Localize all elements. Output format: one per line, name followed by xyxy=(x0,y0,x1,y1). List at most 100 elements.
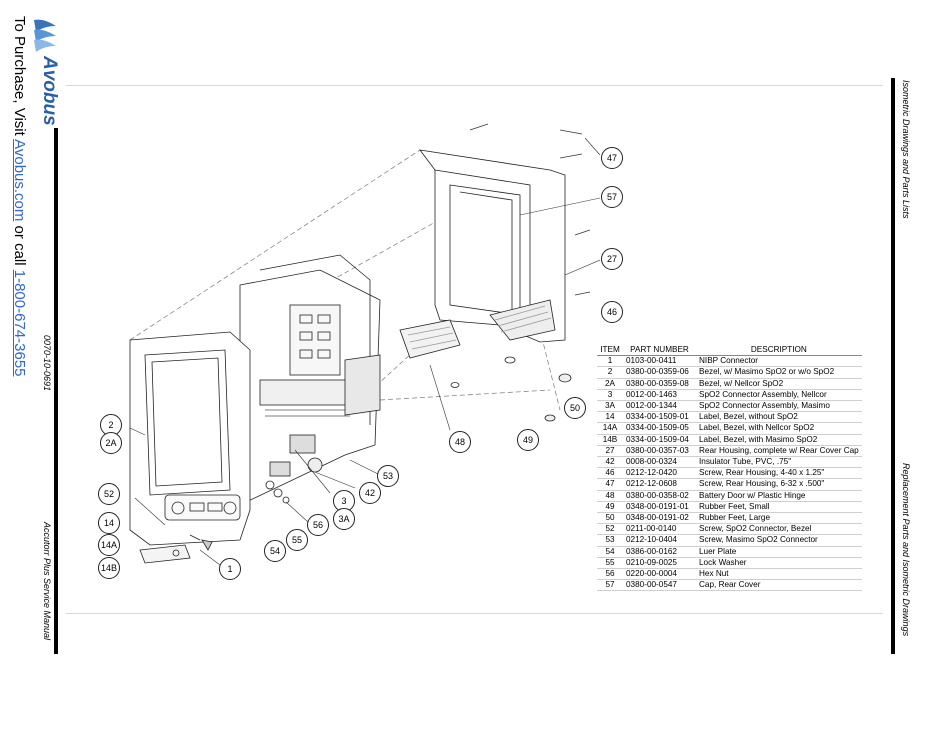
cell-item: 14 xyxy=(597,411,623,424)
callout-14a: 14A xyxy=(98,534,120,556)
callout-46: 46 xyxy=(601,301,623,323)
cell-desc: Screw, Rear Housing, 4-40 x 1.25" xyxy=(696,467,862,480)
cell-part: 0012-00-1463 xyxy=(623,389,696,402)
purchase-middle: or call xyxy=(11,221,28,270)
callout-53: 53 xyxy=(377,465,399,487)
header-item: ITEM xyxy=(597,345,623,357)
logo-text: Avobus xyxy=(39,56,60,126)
callout-50: 50 xyxy=(564,397,586,419)
callout-57: 57 xyxy=(601,186,623,208)
cell-part: 0380-00-0357-03 xyxy=(623,445,696,458)
callout-49: 49 xyxy=(517,429,539,451)
purchase-line: To Purchase, Visit Avobus.com or call 1-… xyxy=(11,16,28,377)
callout-42: 42 xyxy=(359,482,381,504)
cell-part: 0008-00-0324 xyxy=(623,456,696,469)
left-margin-bar xyxy=(54,128,58,654)
cell-desc: Lock Washer xyxy=(696,557,862,570)
cell-part: 0380-00-0547 xyxy=(623,579,696,592)
cell-item: 48 xyxy=(597,490,623,502)
header-description: DESCRIPTION xyxy=(696,345,862,357)
cell-part: 0386-00-0162 xyxy=(623,546,696,558)
cell-item: 14A xyxy=(597,422,623,435)
cell-desc: Label, Bezel, without SpO2 xyxy=(696,411,862,424)
purchase-site-link[interactable]: Avobus.com xyxy=(11,139,28,222)
cell-desc: Rubber Feet, Small xyxy=(696,501,862,514)
cell-desc: SpO2 Connector Assembly, Nellcor xyxy=(696,389,862,402)
header-part-number: PART NUMBER xyxy=(623,345,696,357)
cell-desc: Bezel, w/ Nellcor SpO2 xyxy=(696,378,862,390)
header-rule xyxy=(66,85,883,86)
cell-item: 52 xyxy=(597,523,623,536)
cell-part: 0380-00-0359-08 xyxy=(623,378,696,390)
cell-desc: Insulator Tube, PVC, .75" xyxy=(696,456,862,469)
logo-swoosh-icon xyxy=(34,19,56,52)
cell-desc: Bezel, w/ Masimo SpO2 or w/o SpO2 xyxy=(696,366,862,379)
purchase-prefix: To Purchase, Visit xyxy=(11,16,28,140)
cell-part: 0012-00-1344 xyxy=(623,400,696,413)
cell-part: 0380-00-0359-06 xyxy=(623,366,696,379)
cell-desc: Screw, SpO2 Connector, Bezel xyxy=(696,523,862,536)
cell-item: 3A xyxy=(597,400,623,413)
section-footer: Replacement Parts and Isometric Drawings xyxy=(901,463,911,637)
callout-52: 52 xyxy=(98,483,120,505)
callout-55: 55 xyxy=(286,529,308,551)
cell-desc: Rear Housing, complete w/ Rear Cover Cap xyxy=(696,445,862,458)
purchase-phone-link[interactable]: 1-800-674-3655 xyxy=(11,269,28,377)
callout-27: 27 xyxy=(601,248,623,270)
cell-part: 0380-00-0358-02 xyxy=(623,490,696,502)
cell-desc: Screw, Rear Housing, 6-32 x .500" xyxy=(696,478,862,491)
cell-item: 42 xyxy=(597,456,623,469)
cell-item: 47 xyxy=(597,478,623,491)
cell-desc: Cap, Rear Cover xyxy=(696,579,862,592)
cell-item: 54 xyxy=(597,546,623,558)
manual-title: Accutorr Plus Service Manual xyxy=(42,522,52,641)
cell-desc: Battery Door w/ Plastic Hinge xyxy=(696,490,862,502)
cell-item: 2 xyxy=(597,366,623,379)
cell-item: 27 xyxy=(597,445,623,458)
cell-item: 53 xyxy=(597,534,623,547)
cell-part: 0348-00-0191-02 xyxy=(623,512,696,525)
cell-item: 1 xyxy=(597,355,623,368)
callout-56: 56 xyxy=(307,514,329,536)
callout-2a: 2A xyxy=(100,432,122,454)
footer-rule xyxy=(66,613,883,614)
cell-part: 0103-00-0411 xyxy=(623,355,696,368)
callout-14: 14 xyxy=(98,512,120,534)
cell-part: 0334-00-1509-01 xyxy=(623,411,696,424)
exploded-isometric-drawing xyxy=(129,123,600,566)
cell-item: 57 xyxy=(597,579,623,592)
callout-48: 48 xyxy=(449,431,471,453)
cell-item: 46 xyxy=(597,467,623,480)
cell-part: 0334-00-1509-04 xyxy=(623,434,696,446)
cell-item: 56 xyxy=(597,568,623,581)
callout-14b: 14B xyxy=(98,557,120,579)
cell-part: 0348-00-0191-01 xyxy=(623,501,696,514)
cell-part: 0334-00-1509-05 xyxy=(623,422,696,435)
brand-logo: Avobus xyxy=(30,16,60,128)
section-header: Isometric Drawings and Parts Lists xyxy=(901,80,911,219)
cell-item: 50 xyxy=(597,512,623,525)
cell-item: 14B xyxy=(597,434,623,446)
cell-desc: Rubber Feet, Large xyxy=(696,512,862,525)
cell-desc: Label, Bezel, with Nellcor SpO2 xyxy=(696,422,862,435)
cell-item: 49 xyxy=(597,501,623,514)
cell-desc: Luer Plate xyxy=(696,546,862,558)
cell-desc: SpO2 Connector Assembly, Masimo xyxy=(696,400,862,413)
